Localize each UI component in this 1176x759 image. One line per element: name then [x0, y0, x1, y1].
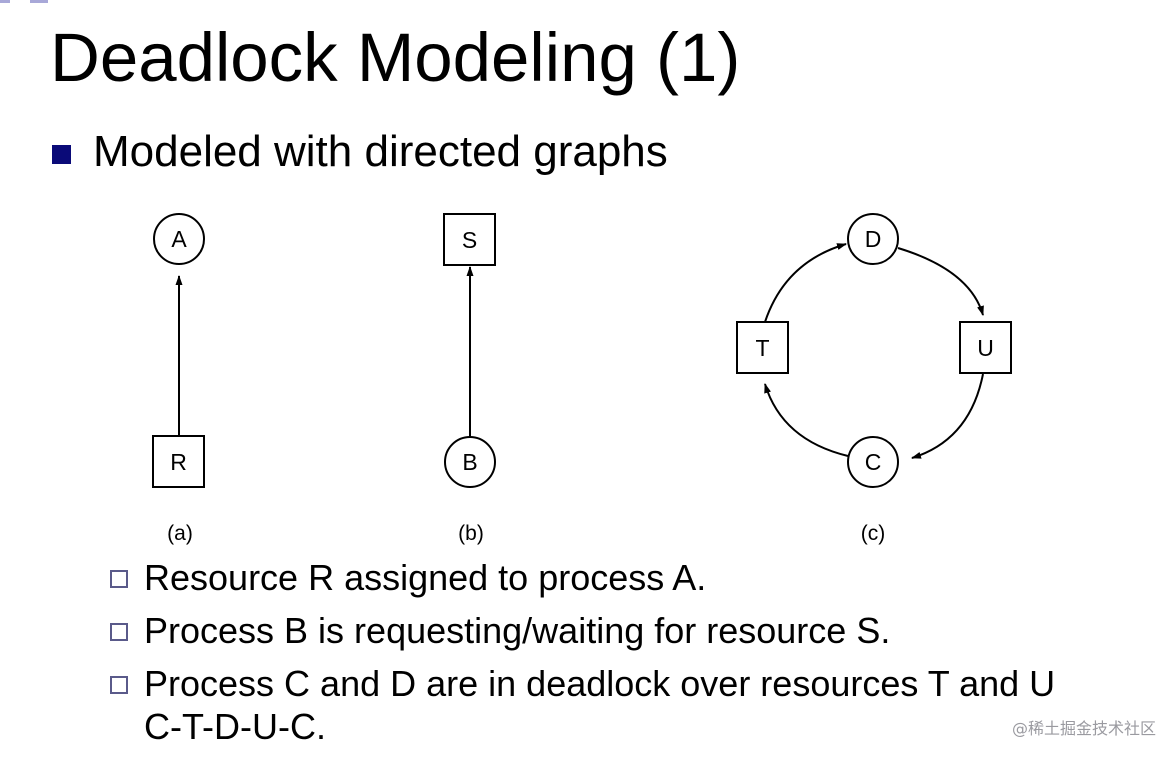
watermark: @稀土掘金技术社区	[1011, 719, 1156, 738]
resource-node-s-label: S	[462, 227, 477, 253]
process-node-a-label: A	[171, 226, 187, 252]
panel-a-caption: (a)	[167, 522, 193, 545]
hollow-square-bullet-icon	[110, 676, 128, 694]
resource-node-u	[959, 321, 1012, 374]
sub-bullet-text: Process C and D are in deadlock over res…	[144, 663, 1056, 747]
main-bullet-text: Modeled with directed graphs	[93, 127, 668, 176]
sub-bullet-list: Resource R assigned to process A. Proces…	[110, 556, 1055, 748]
list-item: Resource R assigned to process A.	[110, 556, 1055, 599]
list-item: Process B is requesting/waiting for reso…	[110, 609, 1055, 652]
resource-node-t	[736, 321, 789, 374]
process-node-b	[444, 436, 496, 488]
edge-t-to-d	[764, 243, 847, 323]
process-node-d	[847, 213, 899, 265]
main-bullet: Modeled with directed graphs	[52, 124, 668, 180]
process-node-a	[153, 213, 205, 265]
panel-c: D U C T (c)	[736, 213, 1012, 545]
corner-mark-segment	[0, 0, 10, 3]
panel-b: S B (b)	[443, 213, 496, 545]
sub-bullet-text: Resource R assigned to process A.	[144, 557, 707, 598]
edge-d-to-u	[897, 247, 984, 316]
edge-u-to-c	[911, 373, 984, 459]
panel-a: A R (a)	[152, 213, 205, 545]
panel-c-caption: (c)	[861, 522, 886, 545]
hollow-square-bullet-icon	[110, 623, 128, 641]
panel-b-caption: (b)	[458, 522, 484, 545]
resource-node-t-label: T	[755, 335, 769, 361]
resource-node-s	[443, 213, 496, 266]
process-node-b-label: B	[462, 449, 477, 475]
bullet-square-icon	[52, 144, 71, 164]
resource-node-r-label: R	[170, 449, 187, 475]
corner-mark	[0, 0, 48, 4]
resource-node-r	[152, 435, 205, 488]
resource-node-u-label: U	[977, 335, 994, 361]
corner-mark-segment	[30, 0, 48, 3]
process-node-d-label: D	[865, 226, 882, 252]
process-node-c	[847, 436, 899, 488]
edge-c-to-t	[764, 383, 849, 457]
process-node-c-label: C	[865, 449, 882, 475]
hollow-square-bullet-icon	[110, 570, 128, 588]
sub-bullet-text: Process B is requesting/waiting for reso…	[144, 610, 891, 651]
slide-title: Deadlock Modeling (1)	[50, 19, 741, 96]
list-item: Process C and D are in deadlock over res…	[110, 662, 1055, 748]
